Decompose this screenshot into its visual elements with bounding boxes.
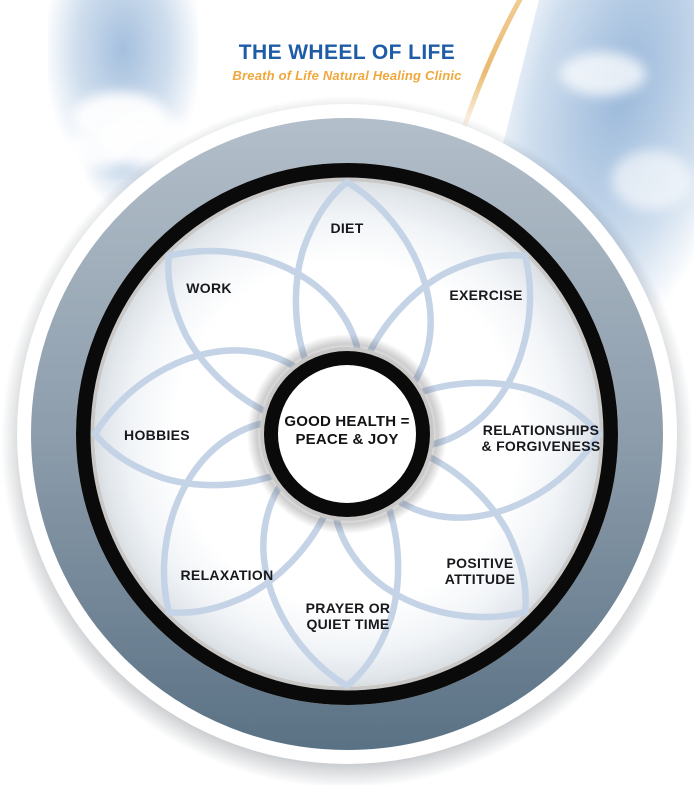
- segment-label-positive-attitude: POSITIVE ATTITUDE: [444, 555, 516, 587]
- cloud-icon: [560, 52, 646, 96]
- segment-label-work: WORK: [186, 280, 232, 296]
- hub-label: GOOD HEALTH = PEACE & JOY: [284, 413, 410, 448]
- outer-black-ring: [76, 163, 618, 705]
- segment-label-hobbies: HOBBIES: [124, 427, 190, 443]
- cloud-icon: [60, 132, 130, 168]
- hub-center-disc: [278, 365, 416, 503]
- gold-arc-decoration: [459, 0, 523, 137]
- page-title: THE WHEEL OF LIFE: [238, 41, 456, 64]
- cloud-icon: [612, 150, 692, 210]
- steel-ring: [31, 118, 663, 750]
- segment-label-relaxation: RELAXATION: [180, 567, 274, 583]
- segment-label-diet: DIET: [330, 220, 364, 236]
- segment-label-prayer: PRAYER OR QUIET TIME: [305, 600, 391, 632]
- segment-label-relationships: RELATIONSHIPS & FORGIVENESS: [481, 422, 601, 454]
- segment-label-exercise: EXERCISE: [449, 287, 523, 303]
- page-subtitle: Breath of Life Natural Healing Clinic: [232, 68, 462, 83]
